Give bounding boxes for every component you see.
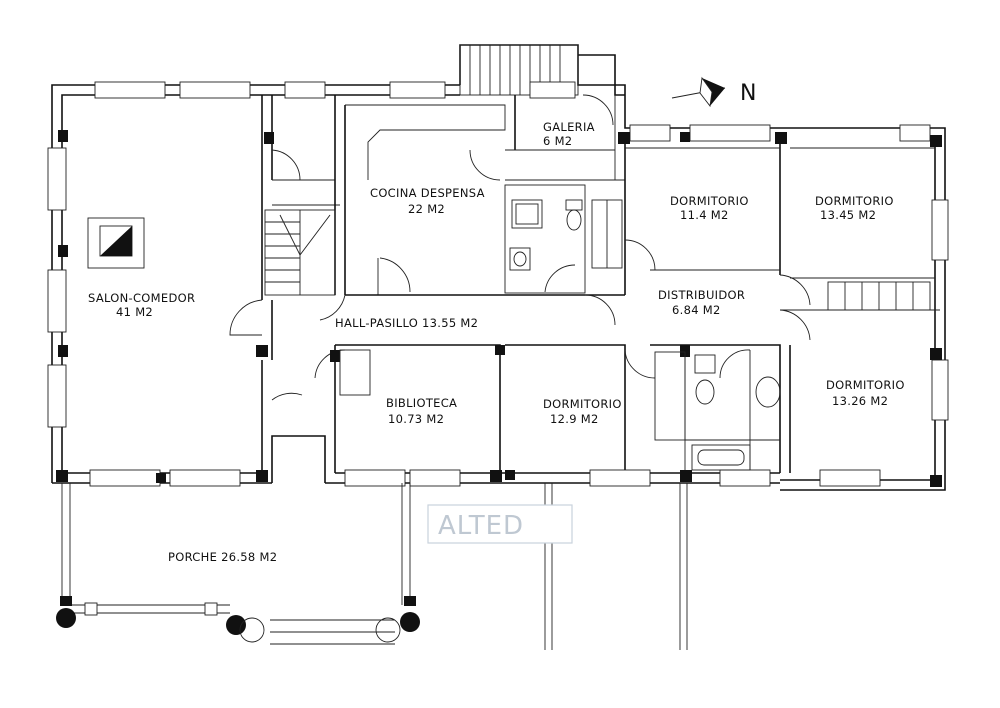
salon-name: SALON-COMEDOR: [88, 291, 195, 305]
wardrobes: [339, 199, 931, 441]
dormitorio1-name: DORMITORIO: [670, 194, 749, 208]
porch: [56, 483, 420, 645]
exterior-walls: [51, 44, 946, 491]
pillars: [56, 130, 942, 487]
dormitorio4-area: 13.26 M2: [832, 394, 888, 408]
north-arrow: N: [671, 76, 756, 108]
dormitorio2-area: 13.45 M2: [820, 208, 876, 222]
distribuidor-area: 6.84 M2: [672, 303, 721, 317]
cocina-name: COCINA DESPENSA: [370, 186, 485, 200]
watermark: ALTED: [427, 504, 573, 544]
dormitorio3-name: DORMITORIO: [543, 397, 622, 411]
galeria-name: GALERIA: [543, 120, 595, 134]
windows: [47, 81, 949, 487]
dormitorio2-name: DORMITORIO: [815, 194, 894, 208]
salon-area: 41 M2: [116, 305, 153, 319]
dormitorio4-name: DORMITORIO: [826, 378, 905, 392]
interior-walls: [261, 95, 940, 473]
cocina-area: 22 M2: [408, 202, 445, 216]
biblioteca-name: BIBLIOTECA: [386, 396, 457, 410]
washbasin-fixture: [509, 247, 531, 271]
shower-tray: [511, 199, 543, 229]
bath-fixtures-right: [691, 354, 781, 471]
room-labels: SALON-COMEDOR 41 M2 COCINA DESPENSA 22 M…: [88, 120, 905, 564]
biblioteca-area: 10.73 M2: [388, 412, 444, 426]
fireplace: [87, 217, 145, 269]
porche-label: PORCHE 26.58 M2: [168, 550, 277, 564]
interior-staircase: [264, 209, 336, 296]
distribuidor-name: DISTRIBUIDOR: [658, 288, 745, 302]
hall-label: HALL-PASILLO 13.55 M2: [335, 316, 478, 330]
watermark-text: ALTED: [438, 511, 524, 541]
north-label: N: [740, 81, 756, 106]
dormitorio1-area: 11.4 M2: [680, 208, 729, 222]
exterior-stairs: [459, 44, 579, 96]
toilet-fixture: [565, 199, 583, 231]
dormitorio3-area: 12.9 M2: [550, 412, 599, 426]
doors: [229, 94, 811, 401]
galeria-area: 6 M2: [543, 134, 572, 148]
